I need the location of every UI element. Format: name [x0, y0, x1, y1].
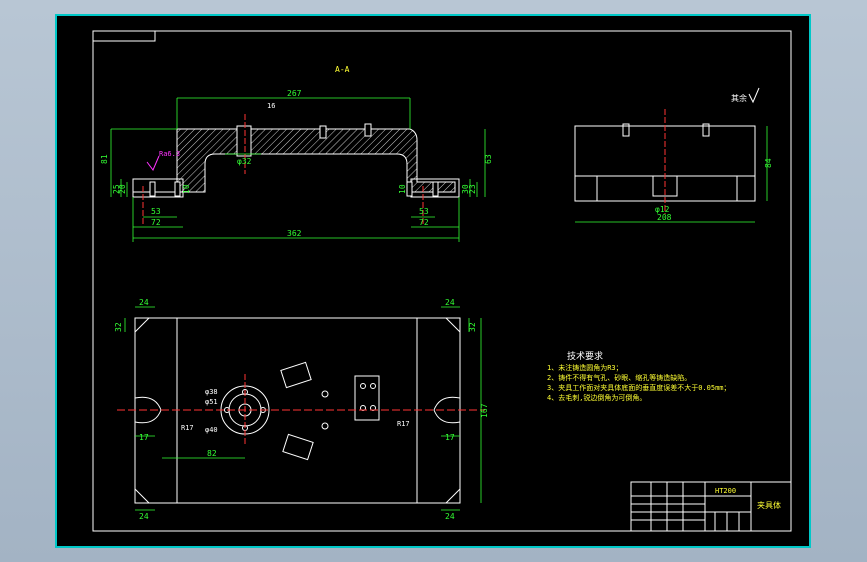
- tech-req-item: 4、去毛刺,锐边倒角为可倒角。: [547, 393, 646, 402]
- tech-req-item: 2、铸件不得有气孔、砂眼、缩孔等铸造缺陷。: [547, 373, 691, 382]
- side-hole-1: [622, 123, 630, 137]
- dim-phi38: φ38: [205, 388, 218, 396]
- material-label: HT200: [715, 487, 736, 495]
- plan-view: 24 24 24 24 32 32 17 17 167 82 φ38 φ51 φ…: [114, 298, 489, 521]
- dim-32-right: 32: [468, 322, 477, 332]
- dim-r17-right: R17: [397, 420, 410, 428]
- section-view: A-A: [100, 65, 493, 242]
- dim-a16: 16: [267, 102, 275, 110]
- dim-32-left: 32: [114, 322, 123, 332]
- locating-block: [354, 375, 380, 421]
- dim-17-left: 17: [139, 433, 149, 442]
- section-body: [132, 128, 456, 193]
- outer-frame: [55, 14, 811, 548]
- corner-stamp-box: [92, 30, 156, 42]
- right-u-slot: [433, 396, 461, 424]
- title-block: HT200 夹具体: [630, 481, 792, 532]
- dim-24-bl: 24: [139, 512, 149, 521]
- locating-bore: [236, 125, 252, 157]
- left-slot: [149, 181, 156, 197]
- dim-24-tr: 24: [445, 298, 455, 307]
- dim-53-left: 53: [151, 207, 161, 216]
- dim-30-right: 30: [461, 184, 470, 194]
- dim-24-tl: 24: [139, 298, 149, 307]
- dim-63: 63: [484, 154, 493, 164]
- dim-72-right: 72: [419, 218, 429, 227]
- left-foot: [132, 178, 184, 198]
- dim-84: 84: [764, 158, 773, 168]
- dim-23-right: 23: [468, 184, 477, 194]
- dim-10-left: 10: [182, 184, 191, 194]
- dim-267: 267: [287, 89, 302, 98]
- dim-17-right: 17: [445, 433, 455, 442]
- dim-362: 362: [287, 229, 302, 238]
- dim-53-right: 53: [419, 207, 429, 216]
- side-view: 其余 208 84 φ12: [574, 87, 773, 223]
- dim-phi51: φ51: [205, 398, 218, 406]
- dim-side-phi12: φ12: [655, 205, 670, 214]
- dim-208: 208: [657, 213, 672, 222]
- tech-req-item: 1、未注铸造圆角为R3；: [547, 363, 623, 372]
- roughness-symbol-left: [146, 155, 160, 171]
- tech-req-title: 技术要求: [567, 350, 603, 362]
- drawing-canvas: A-A: [55, 14, 811, 548]
- section-label: A-A: [335, 65, 350, 74]
- side-hole-2: [702, 123, 710, 137]
- title-block-frame: [630, 481, 792, 532]
- top-hole-2: [364, 123, 372, 137]
- technical-requirements: 技术要求 1、未注铸造圆角为R3； 2、铸件不得有气孔、砂眼、缩孔等铸造缺陷。 …: [547, 350, 731, 402]
- drawing-sheet: A-A: [55, 14, 811, 548]
- dim-25: 25: [112, 184, 121, 194]
- inner-frame: [92, 30, 792, 532]
- dim-82: 82: [207, 449, 217, 458]
- other-roughness-symbol: [748, 87, 760, 104]
- clamp-lower: [282, 433, 314, 461]
- top-hole-1: [319, 125, 327, 139]
- dim-81: 81: [100, 154, 109, 164]
- roughness-label-left: Ra6.3: [159, 150, 180, 158]
- tech-req-item: 3、夹具工作面对夹具体底面的垂直度误差不大于0.05mm；: [547, 383, 731, 392]
- dim-10-right: 10: [398, 184, 407, 194]
- dim-24-br: 24: [445, 512, 455, 521]
- dim-20: 20: [118, 184, 127, 194]
- left-slot-2: [174, 181, 181, 197]
- other-roughness-label: 其余: [731, 93, 747, 103]
- clamp-upper: [280, 361, 312, 389]
- dim-72-left: 72: [151, 218, 161, 227]
- dim-phi40: φ40: [205, 426, 218, 434]
- part-name: 夹具体: [757, 500, 781, 510]
- right-slot-2: [432, 181, 439, 197]
- right-slot: [406, 181, 413, 197]
- dim-phi32: φ32: [237, 157, 252, 166]
- dim-167: 167: [480, 403, 489, 418]
- dim-r17-left: R17: [181, 424, 194, 432]
